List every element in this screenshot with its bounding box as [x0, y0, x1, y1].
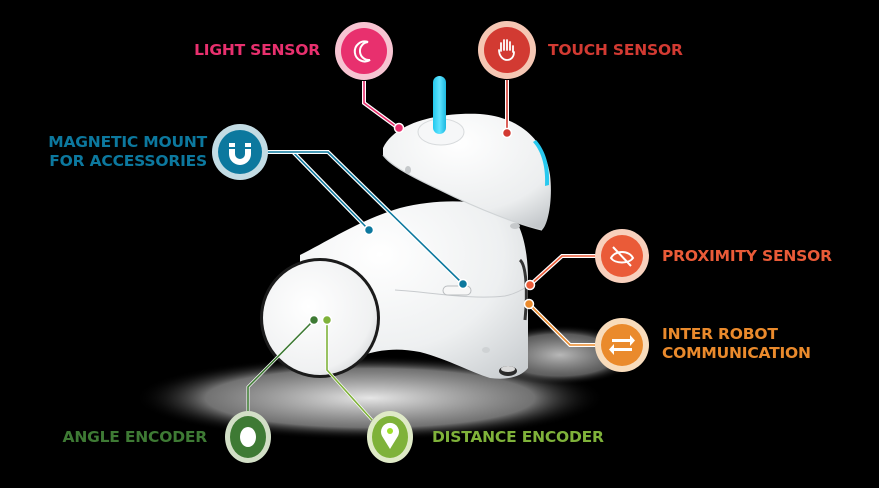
label-touch-sensor: TOUCH SENSOR — [548, 41, 683, 59]
badge-proximity[interactable] — [595, 229, 649, 283]
label-distance-encoder: DISTANCE ENCODER — [432, 428, 604, 446]
badge-magnetic[interactable] — [212, 124, 268, 180]
eye-off-icon — [609, 246, 635, 267]
anchor-dots — [308, 122, 536, 326]
label-inter-robot-communication: INTER ROBOT COMMUNICATION — [662, 325, 811, 362]
moon-icon — [353, 40, 371, 63]
label-proximity-sensor: PROXIMITY SENSOR — [662, 247, 832, 265]
callout-lines — [246, 80, 598, 422]
badge-distance[interactable] — [367, 411, 413, 463]
label-light-sensor: LIGHT SENSOR — [194, 41, 320, 59]
badge-touch[interactable] — [478, 21, 536, 79]
badge-angle[interactable] — [225, 411, 271, 463]
map-pin-icon — [381, 422, 400, 449]
arrows-exchange-icon — [609, 335, 635, 355]
badge-interrobot[interactable] — [595, 318, 649, 372]
robot-head — [382, 76, 551, 231]
badge-light[interactable] — [335, 22, 393, 80]
hand-icon — [498, 39, 515, 61]
label-angle-encoder: ANGLE ENCODER — [62, 428, 208, 446]
label-magnetic-mount: MAGNETIC MOUNT FOR ACCESSORIES — [48, 133, 207, 170]
robot-wheel — [260, 258, 380, 378]
